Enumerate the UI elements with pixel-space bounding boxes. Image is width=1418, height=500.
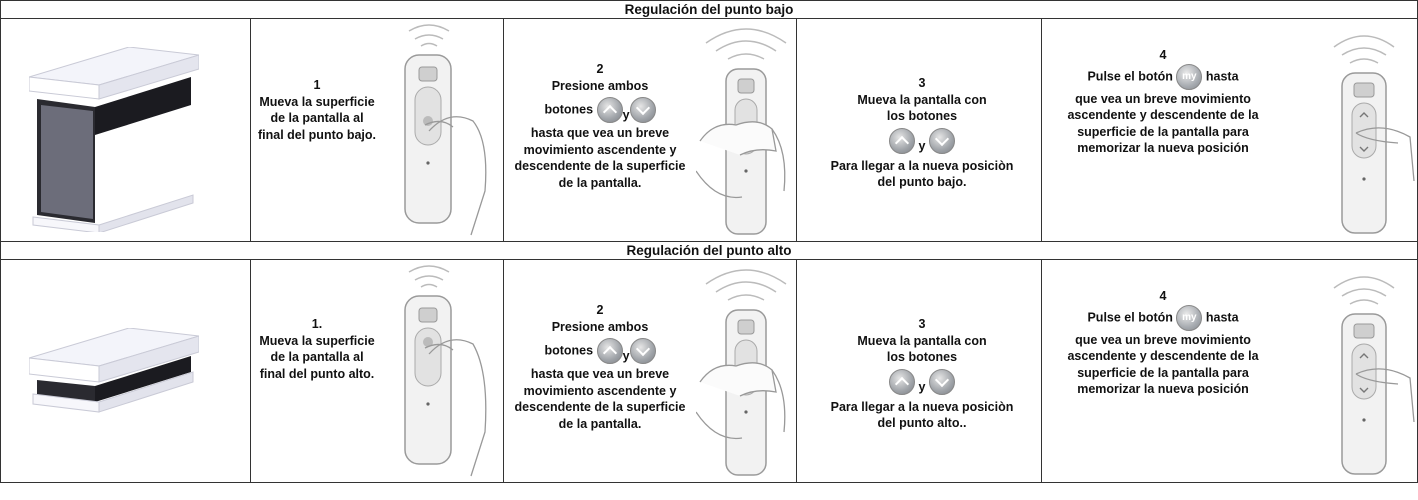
step-3-text: 3 Mueva la pantalla con los botones y Pa… xyxy=(829,316,1015,432)
step-instruction: Mueva la superficie de la pantalla al fi… xyxy=(257,94,377,142)
conjunction: y xyxy=(918,379,926,394)
instruction-table: Regulación del punto bajo 1 xyxy=(0,0,1418,483)
step-instruction-line: Pulse el botón xyxy=(1087,309,1173,324)
up-arrow-button-icon xyxy=(596,97,623,123)
projection-screen-lowered-image xyxy=(29,47,199,232)
down-arrow-button-icon xyxy=(928,127,955,154)
step-number: 3 xyxy=(918,317,926,331)
conjunction: y xyxy=(622,349,630,364)
step-4-cell: 4 Pulse el botón my hasta que vea un bre… xyxy=(1040,259,1418,483)
step-number: 4 xyxy=(1159,289,1167,303)
step-3-text: 3 Mueva la pantalla con los botones y Pa… xyxy=(829,75,1015,191)
down-arrow-button-icon xyxy=(928,368,955,395)
my-button-icon: my xyxy=(1176,63,1203,90)
step-4-text: 4 Pulse el botón my hasta que vea un bre… xyxy=(1052,288,1274,398)
step-2-text: 2 Presione ambos botones y hasta que vea… xyxy=(510,302,690,432)
step-number: 4 xyxy=(1159,48,1167,62)
step-instruction-line: hasta xyxy=(1205,309,1239,324)
step-number: 1. xyxy=(311,317,323,331)
remote-control-pressing-icon xyxy=(696,28,787,235)
step-number: 2 xyxy=(596,303,604,317)
up-arrow-button-icon xyxy=(889,368,916,395)
step-number: 2 xyxy=(596,62,604,76)
step-instruction-line: Mueva la pantalla con los botones xyxy=(857,333,987,365)
remote-control-pressing-icon xyxy=(404,24,487,236)
conjunction: y xyxy=(918,138,926,153)
my-button-icon: my xyxy=(1176,304,1203,331)
step-1-cell: 1. Mueva la superficie de la pantalla al… xyxy=(250,259,504,483)
step-number: 3 xyxy=(918,76,926,90)
down-arrow-button-icon xyxy=(629,338,656,364)
step-number: 1 xyxy=(313,78,321,92)
step-instruction: Mueva la superficie de la pantalla al fi… xyxy=(259,333,375,381)
up-arrow-button-icon xyxy=(889,127,916,154)
step-instruction-line: Pulse el botón xyxy=(1087,68,1173,83)
down-arrow-button-icon xyxy=(629,97,656,123)
section-title-high-point: Regulación del punto alto xyxy=(0,241,1418,260)
step-instruction: Para llegar a la nueva posiciòn del punt… xyxy=(830,399,1014,431)
conjunction: y xyxy=(622,108,630,123)
section-title-low-point: Regulación del punto bajo xyxy=(0,0,1418,19)
up-arrow-button-icon xyxy=(596,338,623,364)
step-instruction-line: Presione ambos xyxy=(551,319,649,334)
step-instruction: hasta que vea un breve movimiento ascend… xyxy=(514,126,686,190)
remote-control-pressing-icon xyxy=(1333,35,1415,234)
step-instruction: que vea un breve movimiento ascendente y… xyxy=(1067,91,1259,156)
step-instruction-line: hasta xyxy=(1205,68,1239,83)
step-2-cell: 2 Presione ambos botones y hasta que vea… xyxy=(503,18,797,242)
step-instruction: que vea un breve movimiento ascendente y… xyxy=(1067,332,1259,397)
step-instruction: Para llegar a la nueva posiciòn del punt… xyxy=(830,158,1014,190)
projection-screen-raised-image xyxy=(29,328,199,413)
step-instruction-line: Presione ambos xyxy=(551,78,649,93)
step-instruction-line: Mueva la pantalla con los botones xyxy=(857,92,987,124)
remote-control-pressing-icon xyxy=(404,265,487,477)
screen-illustration-cell xyxy=(0,259,251,483)
step-1-cell: 1 Mueva la superficie de la pantalla al … xyxy=(250,18,504,242)
step-2-cell: 2 Presione ambos botones y hasta que vea… xyxy=(503,259,797,483)
screen-illustration-cell xyxy=(0,18,251,242)
step-instruction: hasta que vea un breve movimiento ascend… xyxy=(514,367,686,431)
step-2-text: 2 Presione ambos botones y hasta que vea… xyxy=(510,61,690,191)
step-4-cell: 4 Pulse el botón my hasta que vea un bre… xyxy=(1040,18,1418,242)
step-1-text: 1. Mueva la superficie de la pantalla al… xyxy=(257,316,377,382)
step-instruction-line: botones xyxy=(544,343,594,358)
step-1-text: 1 Mueva la superficie de la pantalla al … xyxy=(257,77,377,143)
step-3-cell: 3 Mueva la pantalla con los botones y Pa… xyxy=(796,18,1042,242)
step-instruction-line: botones xyxy=(544,102,594,117)
remote-control-pressing-icon xyxy=(696,269,787,476)
step-4-text: 4 Pulse el botón my hasta que vea un bre… xyxy=(1052,47,1274,157)
remote-control-pressing-icon xyxy=(1333,276,1415,475)
step-3-cell: 3 Mueva la pantalla con los botones y Pa… xyxy=(796,259,1042,483)
